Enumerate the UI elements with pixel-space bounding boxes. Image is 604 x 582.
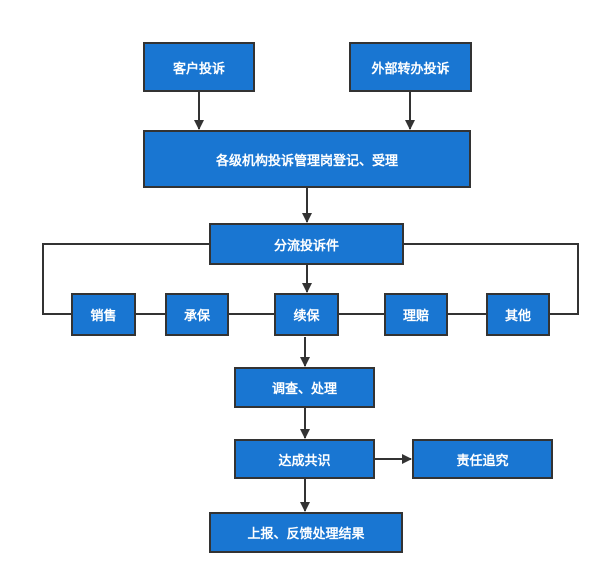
node-consensus: 达成共识 [234, 439, 375, 479]
node-accountability: 责任追究 [412, 439, 553, 479]
node-sales: 销售 [71, 293, 136, 336]
node-underwriting: 承保 [165, 293, 229, 336]
node-customer-complaint: 客户投诉 [143, 42, 255, 92]
node-investigate: 调查、处理 [234, 367, 375, 408]
node-register-accept: 各级机构投诉管理岗登记、受理 [143, 130, 471, 188]
node-dispatch: 分流投诉件 [209, 223, 404, 265]
loop-right [404, 243, 579, 315]
node-renewal: 续保 [274, 293, 339, 336]
node-external-referral: 外部转办投诉 [349, 42, 472, 92]
node-claims: 理赔 [384, 293, 448, 336]
node-other: 其他 [486, 293, 550, 336]
loop-left [42, 243, 209, 315]
node-report: 上报、反馈处理结果 [209, 512, 403, 553]
